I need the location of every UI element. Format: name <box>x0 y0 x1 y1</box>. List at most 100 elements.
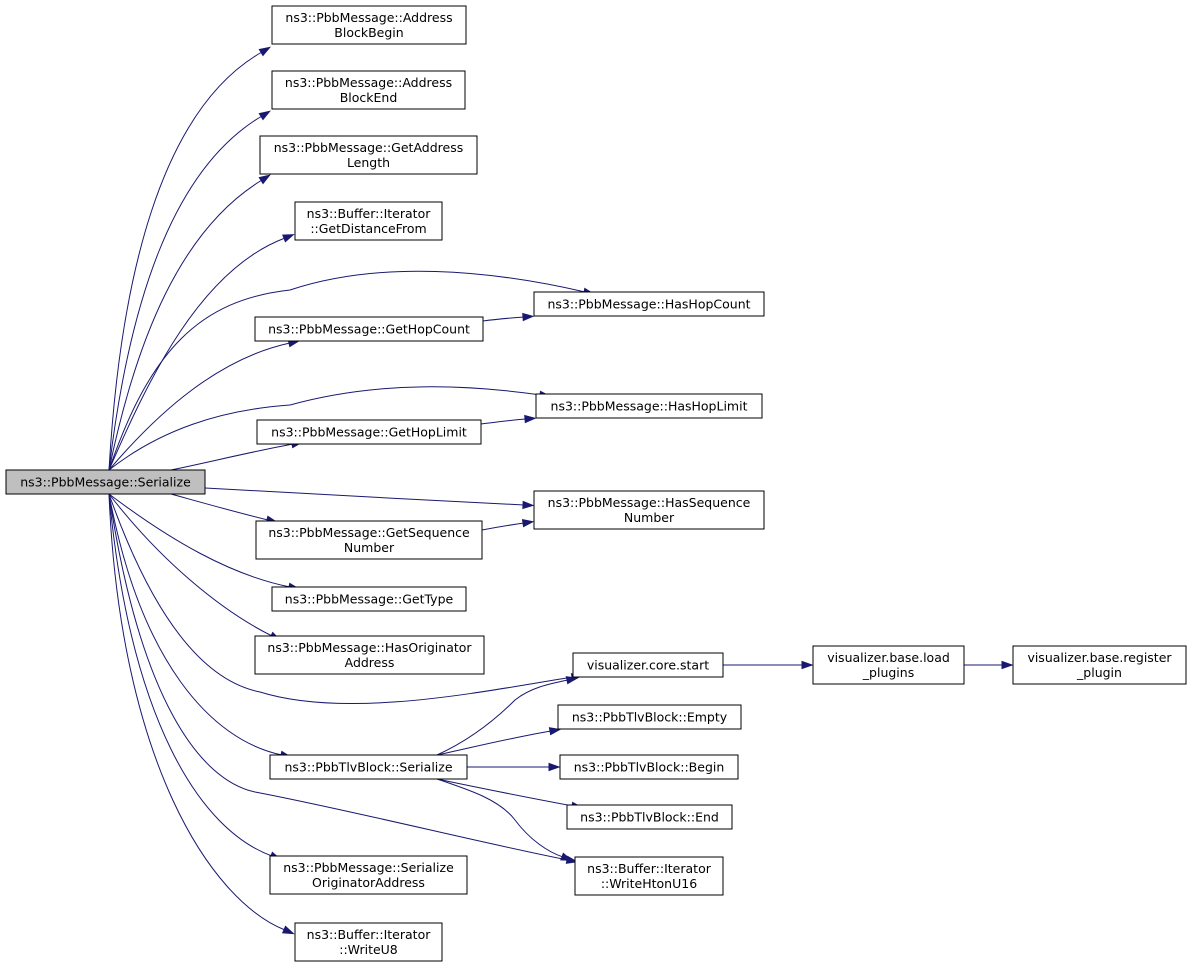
node-label-line: Number <box>624 510 675 525</box>
node-label-line: Number <box>344 540 395 555</box>
edge-line <box>108 493 273 857</box>
call-edge-tlv_serialize-to-tlv_end <box>436 778 584 810</box>
node-get-type[interactable]: ns3::PbbMessage::GetType <box>271 586 467 612</box>
node-label-line: ns3::Buffer::Iterator <box>307 206 432 221</box>
node-tlv-empty[interactable]: ns3::PbbTlvBlock::Empty <box>557 704 742 730</box>
call-edge-serialize-to-get_hoplimit <box>170 440 304 471</box>
edge-arrowhead <box>548 762 561 772</box>
node-label-line: BlockBegin <box>334 25 403 40</box>
node-label-line: BlockEnd <box>340 90 398 105</box>
edge-line <box>108 493 283 756</box>
node-ser-orig[interactable]: ns3::PbbMessage::SerializeOriginatorAddr… <box>269 855 468 895</box>
node-label-line: ns3::PbbMessage::Address <box>285 75 452 90</box>
edge-line <box>108 493 574 705</box>
node-get-hoplimit[interactable]: ns3::PbbMessage::GetHopLimit <box>256 419 482 445</box>
edge-line <box>108 342 291 471</box>
node-vis-register[interactable]: visualizer.base.register_plugin <box>1012 645 1187 685</box>
node-has-hoplimit[interactable]: ns3::PbbMessage::HasHopLimit <box>535 393 763 419</box>
edge-arrowhead <box>281 925 295 935</box>
node-label-line: ns3::PbbMessage::HasHopLimit <box>551 399 748 414</box>
node-get-dist[interactable]: ns3::Buffer::Iterator::GetDistanceFrom <box>294 201 443 241</box>
edge-line <box>436 730 552 756</box>
call-nodes: ns3::PbbMessage::Serializens3::PbbMessag… <box>5 5 1187 962</box>
call-edge-tlv_serialize-to-vis_start <box>436 676 579 756</box>
node-tlv-end[interactable]: ns3::PbbTlvBlock::End <box>566 804 733 830</box>
node-box <box>5 469 206 495</box>
edge-line <box>108 115 263 471</box>
node-box <box>812 645 965 685</box>
call-edges <box>108 46 1014 935</box>
edge-arrowhead <box>522 500 535 510</box>
node-label-line: ns3::Buffer::Iterator <box>587 861 712 876</box>
edge-line <box>170 493 269 521</box>
edge-line <box>482 316 525 322</box>
node-box <box>294 922 443 962</box>
node-box <box>269 754 468 780</box>
edge-arrowhead <box>282 234 295 243</box>
call-edge-get_seq-to-has_seq <box>481 519 535 531</box>
edge-line <box>170 443 294 471</box>
edge-line <box>108 493 569 861</box>
node-has-hopcount[interactable]: ns3::PbbMessage::HasHopCount <box>533 291 765 317</box>
node-label-line: ns3::PbbMessage::GetSequence <box>268 525 470 540</box>
call-edge-vis_load-to-vis_register <box>964 660 1014 670</box>
node-write-hton16[interactable]: ns3::Buffer::Iterator::WriteHtonU16 <box>574 856 724 896</box>
node-box <box>572 652 724 678</box>
edge-arrowhead <box>801 660 814 670</box>
call-edge-get_hoplimit-to-has_hoplimit <box>480 414 537 425</box>
node-label-line: ::GetDistanceFrom <box>310 221 426 236</box>
node-box <box>271 5 467 45</box>
call-edge-serialize-to-ser_orig <box>108 493 282 860</box>
node-label-line: ns3::PbbMessage::GetType <box>285 592 454 607</box>
node-box <box>294 201 443 241</box>
call-edge-tlv_serialize-to-tlv_empty <box>436 727 562 756</box>
call-edge-vis_start-to-vis_load <box>723 660 814 670</box>
node-serialize[interactable]: ns3::PbbMessage::Serialize <box>5 469 206 495</box>
call-edge-get_hopcount-to-has_hopcount <box>482 312 535 322</box>
node-label-line: ns3::PbbMessage::HasOriginator <box>267 640 472 655</box>
node-vis-load[interactable]: visualizer.base.load_plugins <box>812 645 965 685</box>
node-get-hopcount[interactable]: ns3::PbbMessage::GetHopCount <box>254 316 484 342</box>
node-label-line: visualizer.base.register <box>1027 650 1172 665</box>
call-edge-serialize-to-addr_begin <box>108 46 272 471</box>
node-tlv-begin[interactable]: ns3::PbbTlvBlock::Begin <box>559 754 739 780</box>
call-edge-serialize-to-write_u8 <box>108 493 295 935</box>
edge-arrowhead <box>522 312 535 322</box>
node-box <box>259 135 478 175</box>
call-edge-tlv_serialize-to-write_hton16 <box>436 778 573 861</box>
node-label-line: ns3::PbbMessage::GetHopCount <box>268 322 470 337</box>
edge-arrowhead <box>521 519 535 528</box>
call-edge-serialize-to-get_addr_len <box>108 174 271 471</box>
edge-arrowhead <box>560 852 573 861</box>
node-label-line: visualizer.core.start <box>587 658 709 673</box>
edge-line <box>108 179 263 471</box>
node-box <box>557 704 742 730</box>
node-write-u8[interactable]: ns3::Buffer::Iterator::WriteU8 <box>294 922 443 962</box>
node-label-line: ::WriteU8 <box>339 942 398 957</box>
node-label-line: Length <box>347 155 390 170</box>
node-box <box>533 490 765 530</box>
node-box <box>254 316 484 342</box>
node-label-line: ns3::PbbMessage::GetAddress <box>274 140 463 155</box>
node-box <box>533 291 765 317</box>
node-vis-start[interactable]: visualizer.core.start <box>572 652 724 678</box>
edge-line <box>108 386 542 471</box>
call-edge-serialize-to-has_seq <box>204 487 535 510</box>
node-label-line: ns3::PbbMessage::HasHopCount <box>547 297 750 312</box>
node-label-line: OriginatorAddress <box>312 875 425 890</box>
node-tlv-serialize[interactable]: ns3::PbbTlvBlock::Serialize <box>269 754 468 780</box>
node-box <box>254 635 485 675</box>
node-label-line: ns3::PbbTlvBlock::Begin <box>574 760 725 775</box>
edge-arrowhead <box>1001 660 1014 670</box>
call-edge-tlv_serialize-to-tlv_begin <box>466 762 561 772</box>
node-label-line: ns3::PbbMessage::HasSequence <box>548 495 751 510</box>
node-box <box>271 586 467 612</box>
edge-line <box>108 493 286 931</box>
